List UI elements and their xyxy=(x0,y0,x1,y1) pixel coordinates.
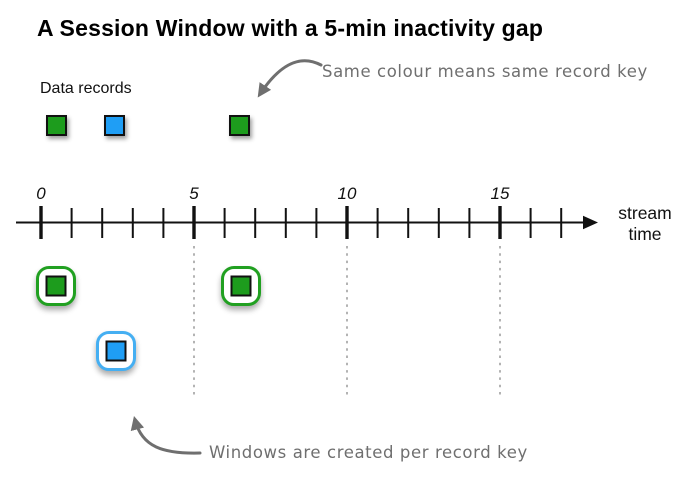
axis-caption-line1: stream xyxy=(618,203,672,223)
axis-arrowhead xyxy=(583,215,598,230)
record-square-blue xyxy=(105,340,127,362)
stream-time-axis xyxy=(16,206,598,239)
tick-label-15: 15 xyxy=(490,184,510,203)
arrow-to-window xyxy=(130,415,202,455)
axis-caption: stream time xyxy=(602,203,688,245)
tick-label-10: 10 xyxy=(337,184,357,203)
record-square-green xyxy=(229,115,251,136)
arrow-to-record xyxy=(257,59,323,98)
session-window-blue xyxy=(95,331,136,371)
annotation-windows-per-key: Windows are created per record key xyxy=(209,443,528,462)
axis-caption-line2: time xyxy=(628,224,662,244)
record-square-green xyxy=(45,115,67,136)
annotation-same-colour: Same colour means same record key xyxy=(322,62,648,81)
record-square-green xyxy=(230,275,252,297)
diagram-title: A Session Window with a 5-min inactivity… xyxy=(37,15,544,41)
data-records-label: Data records xyxy=(40,80,132,97)
dotted-guides xyxy=(193,246,501,398)
tick-label-0: 0 xyxy=(36,184,46,203)
tick-label-5: 5 xyxy=(189,184,199,203)
session-window-green xyxy=(221,266,262,306)
record-square-blue xyxy=(103,115,125,136)
session-window-green xyxy=(36,266,77,306)
record-square-green xyxy=(45,275,67,297)
